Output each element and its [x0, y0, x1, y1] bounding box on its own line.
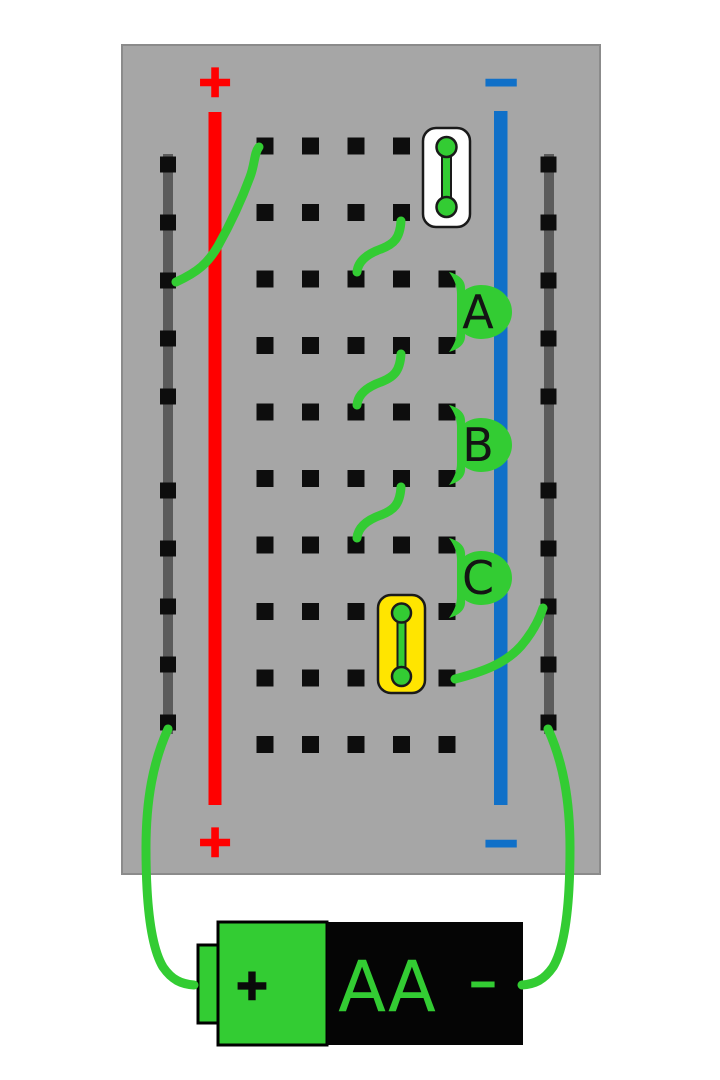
- battery-type-label: AA: [338, 946, 436, 1028]
- component-a-label: A: [462, 285, 494, 339]
- yellow-jumper-module: [376, 593, 427, 695]
- component-b-label: B: [462, 418, 494, 472]
- battery-positive-lead-wire: [141, 724, 199, 990]
- left-bus-strip: [163, 154, 173, 734]
- battery-negative-section: [327, 922, 523, 1045]
- jumper-wire-row6-row7: [352, 482, 406, 543]
- positive-rail-stripe: [208, 112, 222, 805]
- battery: [196, 920, 523, 1047]
- jumper-wire-leftbus-to-grid: [171, 142, 264, 287]
- negative-rail-label-top: −: [480, 54, 521, 108]
- breadboard: [121, 44, 601, 875]
- component-c-label: C: [461, 551, 495, 605]
- positive-rail-label-bottom: +: [195, 816, 234, 867]
- battery-positive-section: [216, 920, 329, 1047]
- battery-negative-lead-wire: [517, 724, 575, 990]
- battery-positive-label: +: [233, 960, 271, 1009]
- positive-rail-label-top: +: [195, 56, 234, 107]
- white-jumper-module: [421, 126, 472, 229]
- jumper-wire-row9-to-rightbus: [450, 603, 548, 684]
- jumper-wire-row2-row3: [352, 216, 406, 277]
- battery-terminal-nub: [196, 943, 220, 1025]
- battery-negative-label: −: [468, 964, 499, 1004]
- right-bus-strip: [544, 154, 554, 734]
- negative-rail-label-bottom: −: [480, 815, 521, 869]
- jumper-wire-row4-row5: [352, 349, 406, 410]
